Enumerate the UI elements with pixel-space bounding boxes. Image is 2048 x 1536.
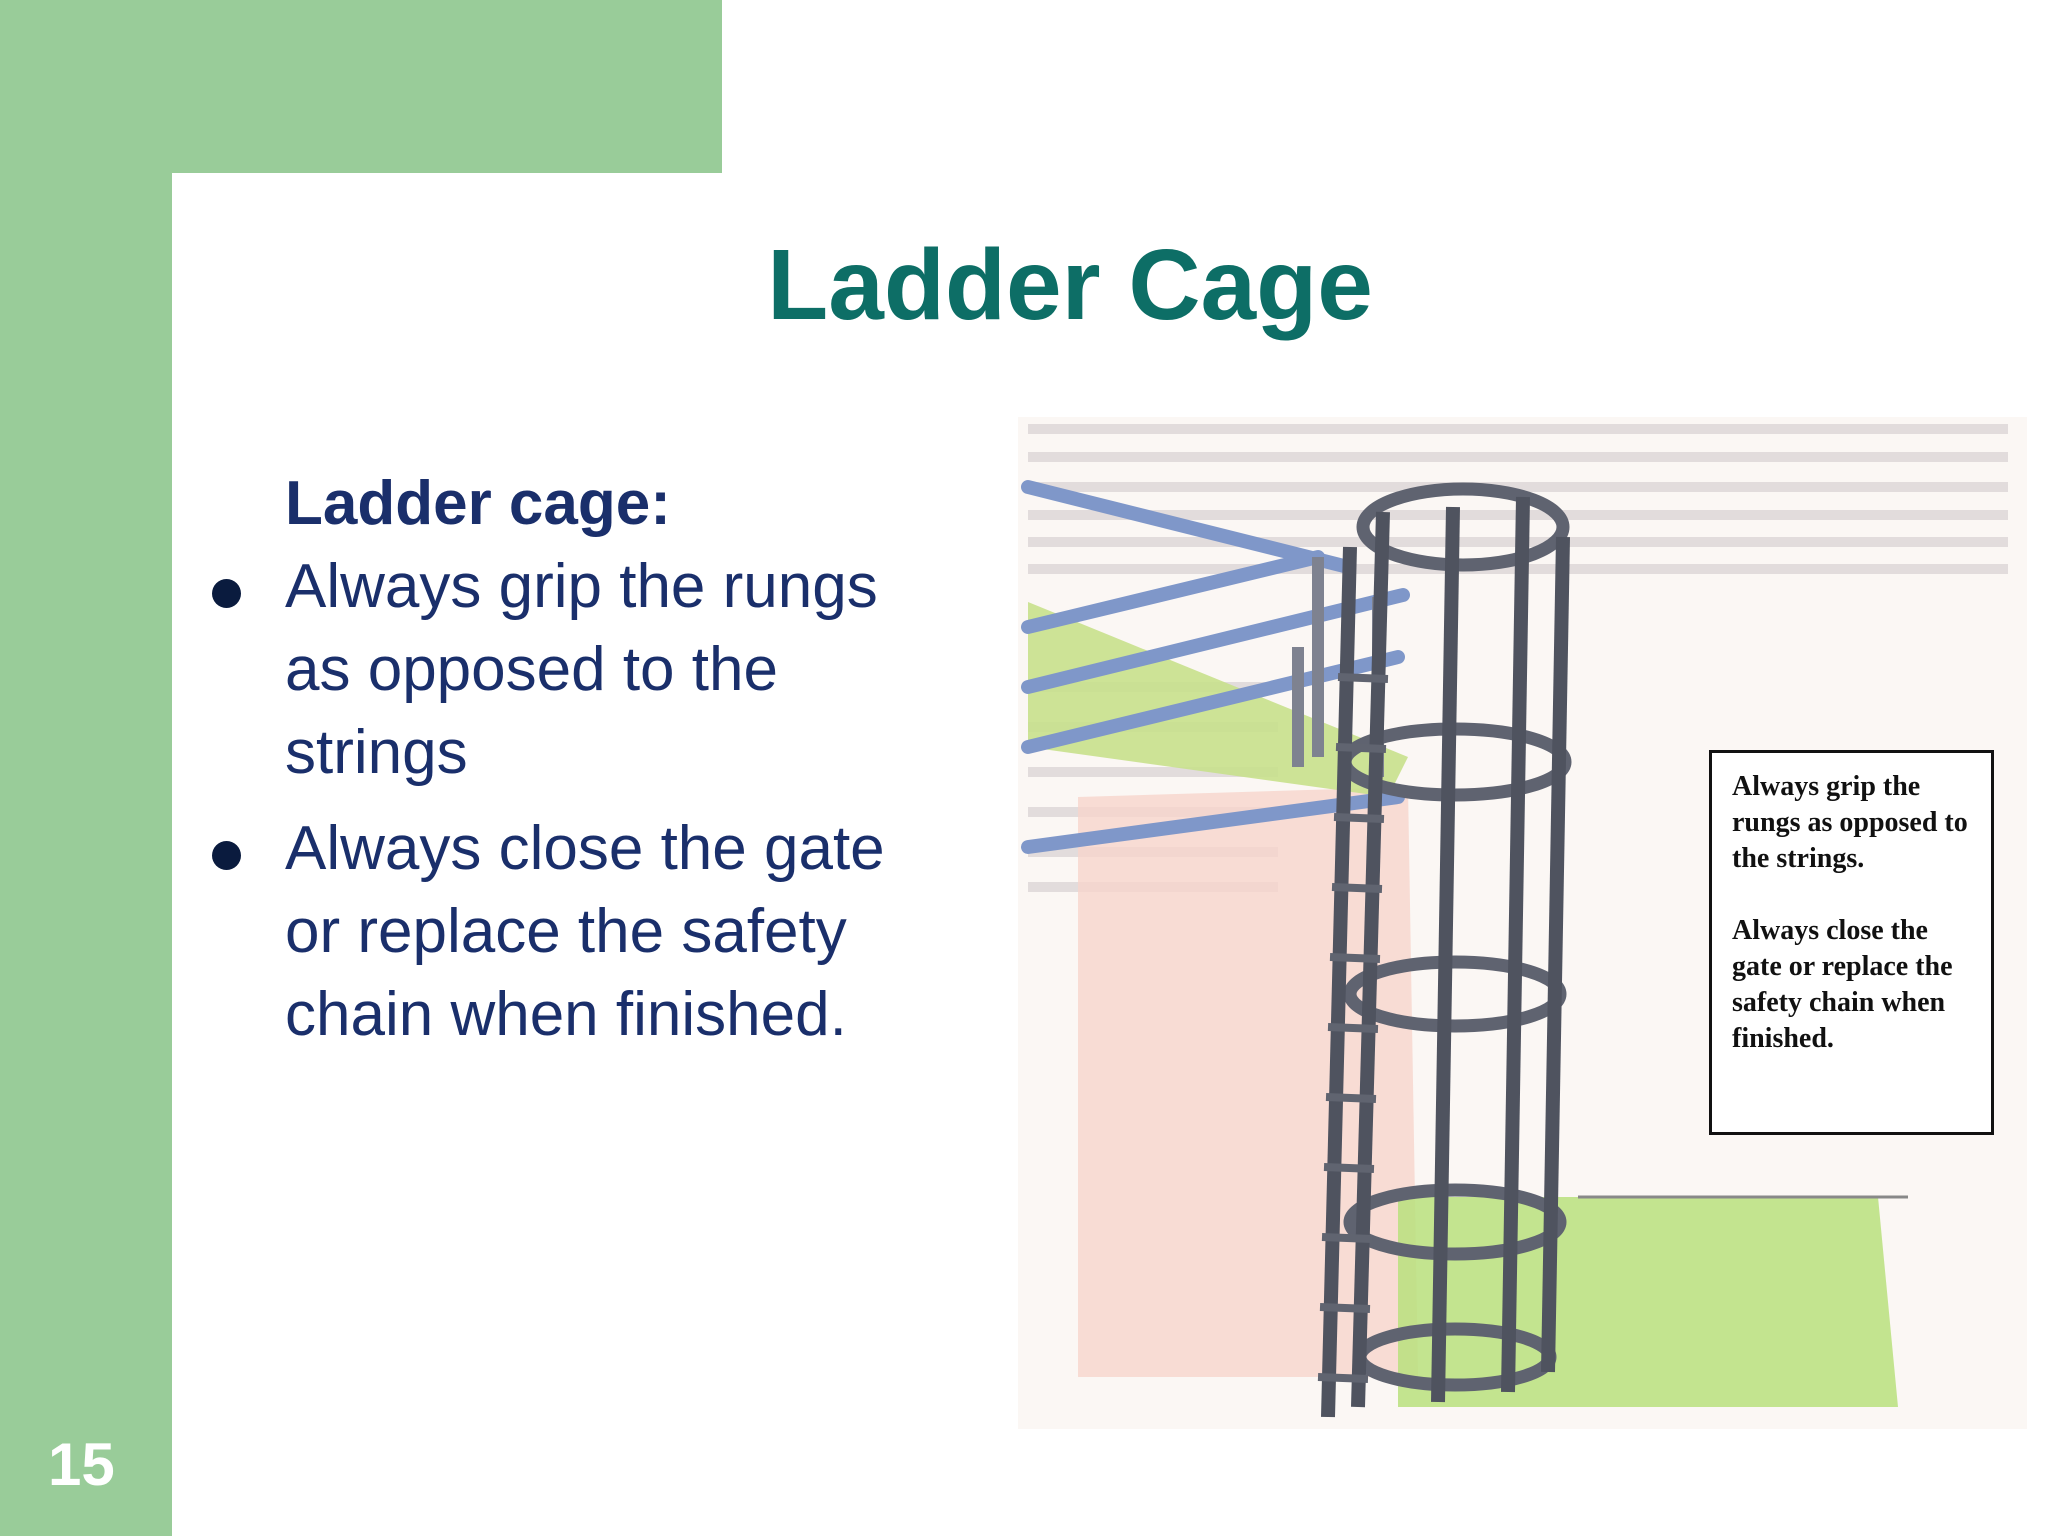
bullet-item: Always grip the rungs as opposed to the … [205,545,905,794]
content-heading: Ladder cage: [285,469,671,538]
callout-gate-text: Always close the gate or replace the saf… [1732,915,1953,1054]
bullet-text: Always close the gate or replace the saf… [285,814,885,1049]
bullet-list: Always grip the rungs as opposed to the … [205,545,905,1056]
slide-number: 15 [48,1431,115,1498]
bullet-dot-icon [212,841,241,870]
illustration-callout-box: Always grip the rungs as opposed to the … [1709,750,1994,1135]
bullet-text-block: Ladder cage: Always grip the rungs as op… [205,462,905,1069]
bullet-dot-icon [212,579,241,608]
bullet-text: Always grip the rungs as opposed to the … [285,552,878,787]
slide-title: Ladder Cage [767,229,1373,341]
callout-grip-text: Always grip the rungs as opposed to the … [1732,771,1968,874]
decor-green-left-band [0,0,172,1536]
bullet-item: Always close the gate or replace the saf… [205,807,905,1056]
